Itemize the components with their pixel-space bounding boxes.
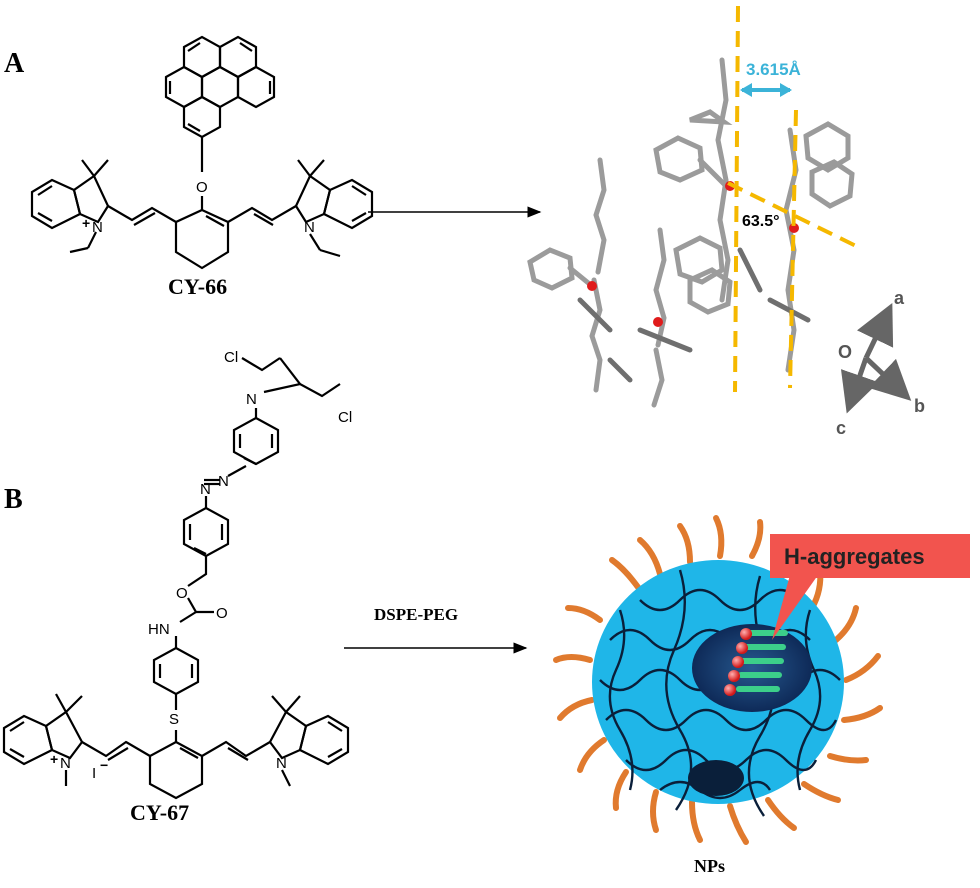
plus-charge-cy66: +	[82, 215, 90, 231]
callout-box	[770, 534, 970, 578]
stick-molecule-2	[637, 227, 733, 408]
nitrogen-label-mustard: N	[246, 391, 257, 408]
hn-label: HN	[148, 621, 170, 638]
crystal-packing: 3.615Å 63.5° O a b c	[527, 5, 925, 438]
nanoparticle: H-aggregates	[553, 515, 970, 845]
nitrogen-plus-label-cy66: N	[92, 219, 103, 236]
axis-b-label: b	[914, 396, 925, 416]
iodide-label: I	[92, 765, 96, 782]
callout-pointer	[772, 575, 818, 640]
cy66-structure: O + N N	[30, 35, 374, 270]
iodide-minus-charge: −	[100, 757, 108, 773]
reagent-label: DSPE-PEG	[374, 605, 458, 624]
nitrogen-label-cy66: N	[304, 219, 315, 236]
panel-letter-a: A	[4, 48, 25, 79]
pyrene-group	[164, 35, 276, 139]
nitrogen-label-cy67: N	[276, 755, 287, 772]
cy66-compound-label: CY-66	[168, 274, 227, 299]
angle-label: 63.5°	[742, 213, 780, 230]
crystal-axes: O a b c	[836, 288, 925, 438]
peg-chains	[553, 515, 883, 845]
guide-line-right	[788, 109, 798, 389]
chlorine-label-right: Cl	[338, 409, 352, 426]
cy67-compound-label: CY-67	[130, 800, 189, 825]
oxygen-label-ester: O	[176, 585, 188, 602]
azo-nitrogen-2: N	[200, 481, 211, 498]
micelle-dark-patch	[688, 760, 744, 796]
panel-letter-b: B	[4, 484, 23, 515]
stick-molecule-4	[767, 121, 855, 373]
nitrogen-plus-label-cy67: N	[60, 755, 71, 772]
distance-arrowhead-right	[780, 83, 792, 97]
axis-a-label: a	[894, 288, 905, 308]
axis-c-label: c	[836, 418, 846, 438]
oxygen-atom	[653, 317, 663, 327]
distance-arrowhead-left	[740, 83, 752, 97]
micelle-core	[692, 624, 812, 712]
stick-molecule-3	[653, 57, 763, 303]
axis-origin-label: O	[838, 342, 852, 362]
stick-molecule-1	[527, 157, 633, 393]
guide-line-left	[733, 5, 740, 393]
oxygen-label-carbonyl: O	[216, 605, 228, 622]
chlorine-label-top: Cl	[224, 349, 238, 366]
azo-nitrogen-1: N	[218, 473, 229, 490]
product-label: NPs	[694, 856, 725, 876]
cy67-structure: Cl N Cl N N O O HN S	[2, 349, 352, 800]
oxygen-atom	[587, 281, 597, 291]
sulfur-label: S	[169, 711, 179, 728]
distance-label: 3.615Å	[746, 60, 801, 79]
callout-label: H-aggregates	[784, 544, 925, 569]
oxygen-atom	[789, 223, 799, 233]
plus-charge-cy67: +	[50, 751, 58, 767]
oxygen-label-cy66: O	[196, 179, 208, 196]
